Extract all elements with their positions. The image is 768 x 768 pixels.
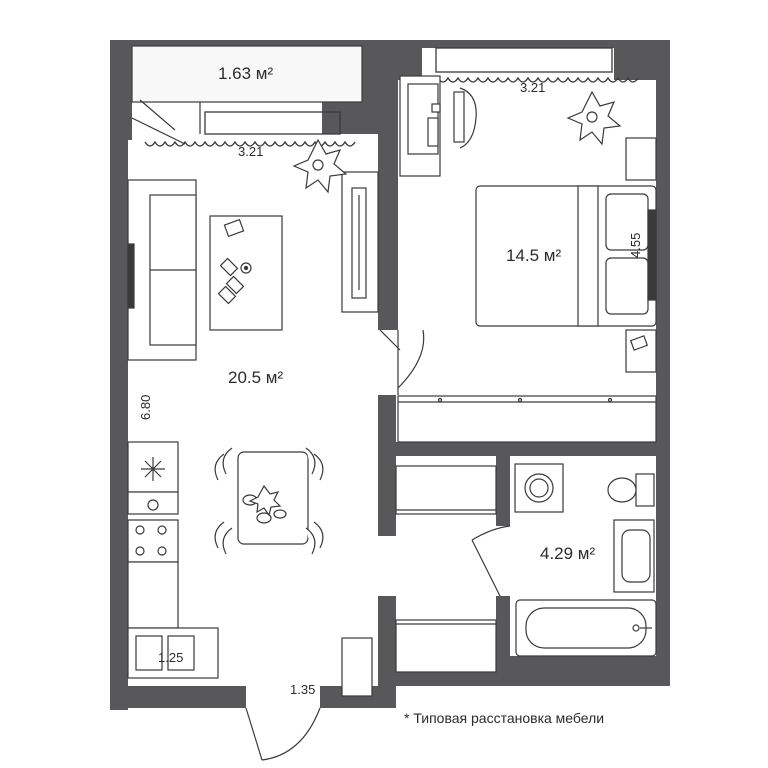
bathroom-fixtures xyxy=(514,463,657,657)
nightstand xyxy=(625,137,657,373)
walls xyxy=(110,40,670,710)
entrance-width-label: 1.35 xyxy=(290,682,316,697)
bathroom-area-label: 4.29 м² xyxy=(540,544,596,563)
plant-icon xyxy=(292,138,348,194)
misc-units xyxy=(341,465,497,697)
balcony-area-label: 1.63 м² xyxy=(218,64,274,83)
balcony-width-label: 3.21 xyxy=(238,144,264,159)
kitchen-width-label: 1.25 xyxy=(158,650,184,665)
bedroom-height-label: 4.55 xyxy=(628,232,643,258)
plant-icon xyxy=(566,90,622,146)
bedroom-width-label: 3.21 xyxy=(520,80,546,95)
coffee-table xyxy=(209,215,283,331)
living-height-label: 6.80 xyxy=(138,394,153,420)
bedroom-area-label: 14.5 м² xyxy=(506,246,562,265)
dining-table xyxy=(214,447,324,555)
sofa xyxy=(127,179,197,361)
snowflake-icon xyxy=(141,457,165,481)
living-area-label: 20.5 м² xyxy=(228,368,284,387)
bed xyxy=(475,185,657,327)
balcony xyxy=(131,45,363,145)
desk xyxy=(399,75,477,177)
wardrobe xyxy=(397,395,657,443)
tv-stand xyxy=(341,171,379,313)
furniture-note: * Типовая расстановка мебели xyxy=(404,710,605,726)
doors xyxy=(245,329,511,761)
kitchen-units xyxy=(127,441,219,679)
